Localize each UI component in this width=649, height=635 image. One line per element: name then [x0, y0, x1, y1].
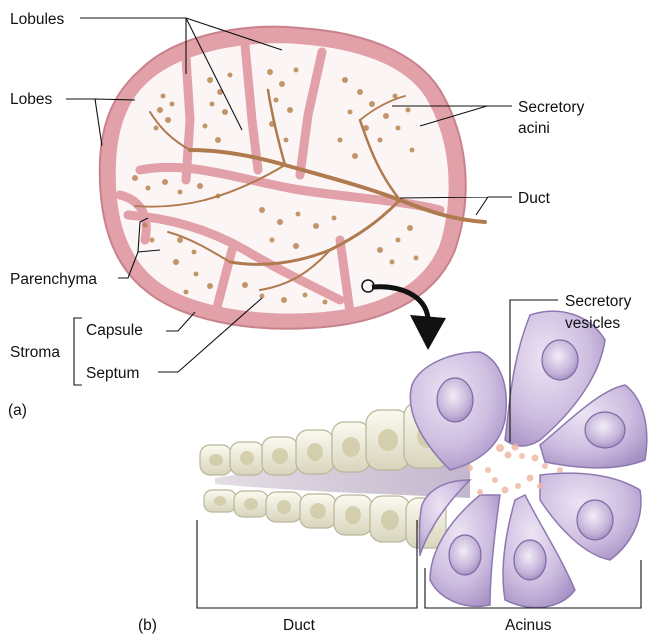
label-parenchyma: Parenchyma — [10, 271, 97, 288]
label-lobules: Lobules — [10, 11, 65, 28]
label-secretory-acini-1: Secretory — [518, 99, 585, 116]
duct-cells-lower — [204, 490, 446, 548]
panel-label-b: (b) — [138, 617, 157, 634]
label-capsule: Capsule — [86, 322, 143, 339]
label-duct-a: Duct — [518, 190, 551, 207]
panel-label-a: (a) — [8, 402, 27, 419]
label-stroma: Stroma — [10, 344, 60, 361]
gland-cross-section — [100, 27, 485, 329]
label-lobes: Lobes — [10, 91, 52, 108]
acinus-illustration — [200, 311, 647, 607]
label-acinus: Acinus — [505, 617, 552, 634]
label-secretory-acini-2: acini — [518, 120, 550, 137]
label-secretory-vesicles-1: Secretory — [565, 293, 632, 310]
label-secretory-vesicles-2: vesicles — [565, 315, 620, 332]
stroma-bracket — [74, 318, 82, 385]
label-duct-b: Duct — [283, 617, 316, 634]
label-septum: Septum — [86, 365, 139, 382]
